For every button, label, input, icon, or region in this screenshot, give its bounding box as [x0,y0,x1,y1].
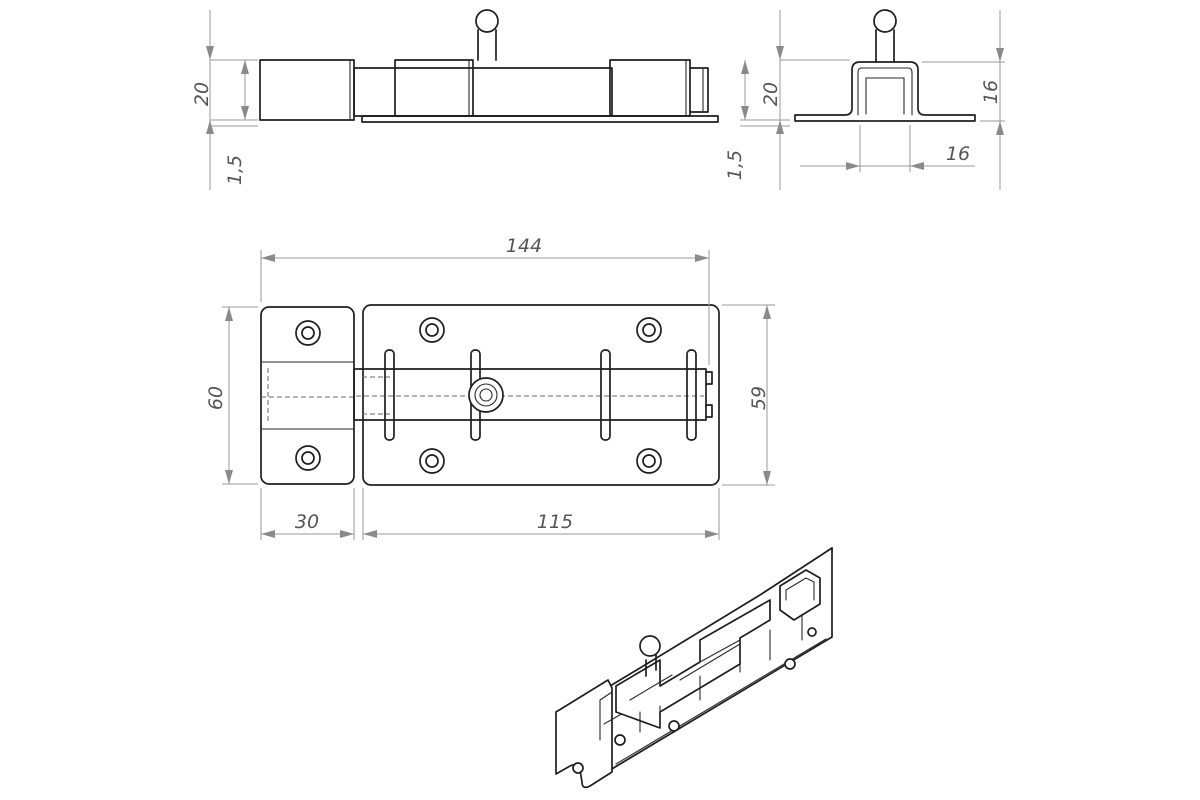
base-hole-bottom-right [636,448,662,474]
guide-block-right [609,59,691,117]
base-plate [362,304,720,486]
base-height-label: 59 [748,386,770,410]
base-hole-top-left [419,317,445,343]
iso-hole-3 [784,658,796,670]
total-length-label: 144 [506,235,542,257]
isometric-view [555,547,833,789]
guide-block-left [394,59,474,117]
base-hole-top-right [636,317,662,343]
guide-slot-1 [384,349,395,441]
handle-knob-top [468,377,504,413]
side-view-channel-width-label: 16 [946,143,970,165]
bolt-rod [353,67,613,117]
top-view-thickness-label: 1,5 [224,155,246,185]
keeper-height-label: 60 [205,386,227,410]
handle-knob [475,9,499,33]
base-plate-edge [361,115,719,123]
iso-handle-knob [639,635,661,657]
iso-hole-2 [668,720,680,732]
top-view: 20 1,5 [191,9,719,190]
keeper-block [259,59,355,121]
side-profile [794,61,976,122]
guide-slot-3 [600,349,611,441]
bolt-rod-front [353,368,707,421]
top-view-height-label: 20 [191,82,213,106]
iso-hole-4 [807,627,817,637]
side-view-height-label: 20 [760,82,782,106]
base-width-label: 115 [537,511,573,533]
side-view-thickness-label: 1,5 [724,150,746,180]
keeper-hole-top [295,320,321,346]
front-view: 144 60 59 30 115 [205,235,775,540]
side-view-channel-height-label: 16 [980,80,1002,104]
handle-stem [477,29,497,61]
keeper-hole-bottom [295,445,321,471]
iso-hole-1 [614,734,626,746]
keeper-width-label: 30 [295,511,319,533]
base-hole-bottom-left [419,448,445,474]
iso-keeper-hole [572,762,584,774]
iso-keeper-plate [555,679,613,789]
side-handle-knob [873,9,897,33]
guide-slot-4 [686,349,697,441]
iso-bolt [615,599,771,729]
side-view: 20 1,5 16 16 [724,9,1005,190]
